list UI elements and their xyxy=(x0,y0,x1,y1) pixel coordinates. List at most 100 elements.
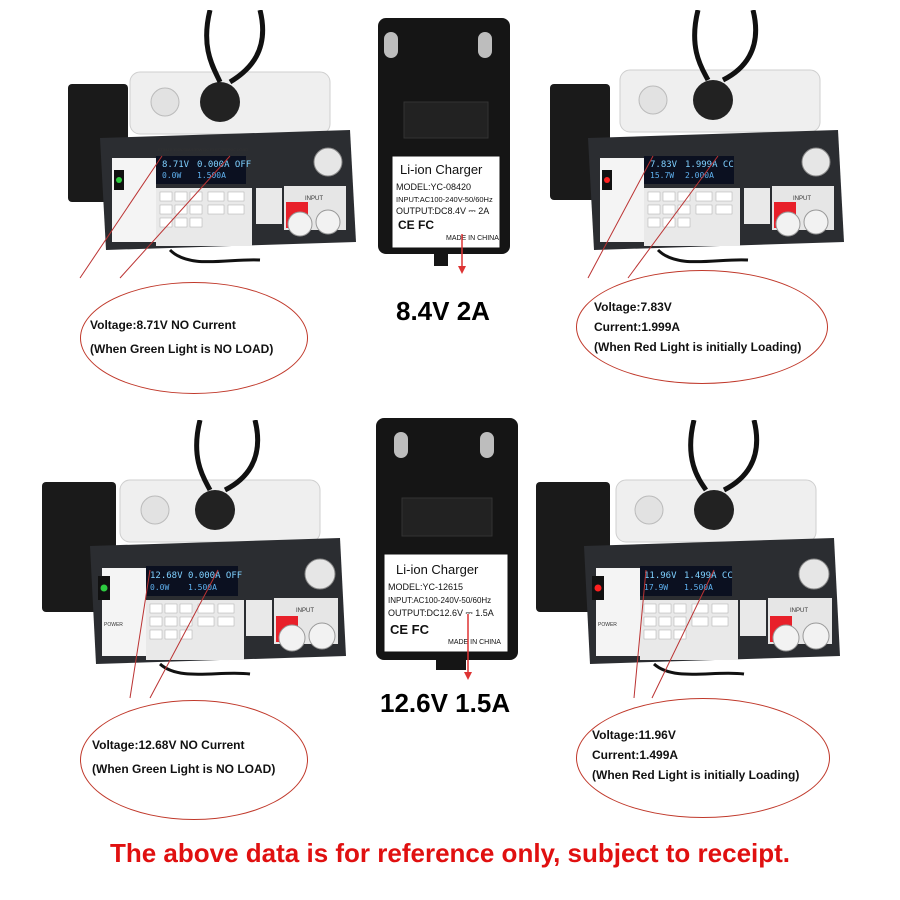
cert-marks: CE FC xyxy=(390,622,430,637)
charger-label xyxy=(383,553,509,653)
pointer-line xyxy=(79,155,163,279)
lcd-screen xyxy=(156,156,246,184)
power-label: POWER xyxy=(104,622,123,628)
callout-line: Current:1.999A xyxy=(594,320,681,334)
test-lead xyxy=(652,662,745,676)
charger-input: INPUT:AC100-240V-50/60Hz xyxy=(396,195,493,204)
outlet xyxy=(638,85,668,115)
callout-bottom-left xyxy=(80,700,308,820)
embossed-label xyxy=(401,497,493,537)
charger-top: Li-ion Charger MODEL:YC-08420 INPUT:AC10… xyxy=(378,18,510,274)
power-label: POWER xyxy=(598,622,617,628)
input-label: INPUT xyxy=(296,608,314,614)
pointer-line xyxy=(651,569,715,699)
outlet xyxy=(140,495,170,525)
test-lead xyxy=(168,248,261,264)
plug xyxy=(195,490,235,530)
cable-exit xyxy=(436,660,466,670)
cable xyxy=(692,10,711,82)
charger-spec-top: 8.4V 2A xyxy=(396,296,490,326)
made-in: MADE IN CHINA xyxy=(448,639,501,646)
rotary-knob xyxy=(801,147,831,177)
lcd-setting: 1.500A xyxy=(197,171,226,180)
lcd-current: 1.499A CC xyxy=(684,571,733,581)
charger-bottom: Li-ion Charger MODEL:YC-12615 INPUT:AC10… xyxy=(376,418,518,680)
status-light-red xyxy=(594,584,602,592)
cable xyxy=(204,10,223,84)
cable xyxy=(722,420,760,493)
status-light-green xyxy=(116,177,122,183)
arrow-head xyxy=(458,266,466,274)
input-label: INPUT xyxy=(790,608,808,614)
callout-line: Voltage:12.68V NO Current xyxy=(92,738,245,752)
keypad-keys xyxy=(159,191,245,228)
lcd-voltage: 8.71V xyxy=(162,160,190,170)
cable xyxy=(223,420,261,493)
enter-key xyxy=(246,600,272,636)
lcd-setting: 1.500A xyxy=(684,583,713,592)
callout-top-left xyxy=(80,282,308,394)
charger-output: OUTPUT:DC12.6V ⎓ 1.5A xyxy=(388,608,494,618)
plug xyxy=(693,80,733,120)
charger-photo-top: Li-ion Charger MODEL:YC-08420 INPUT:AC10… xyxy=(374,14,514,274)
keypad-keys xyxy=(643,603,729,640)
cable xyxy=(194,420,213,492)
input-label: INPUT xyxy=(793,196,811,202)
rotary-knob xyxy=(798,558,830,590)
plug-pin xyxy=(480,432,494,458)
keypad-keys xyxy=(647,191,733,228)
keypad-keys xyxy=(149,603,235,640)
load-scene-top-left: 8.71V 0.000A OFF 0.0W 1.500A INPUT ET541… xyxy=(68,10,356,279)
lcd-power: 0.0W xyxy=(150,583,169,592)
charger-model: MODEL:YC-12615 xyxy=(388,582,463,592)
load-scene-bottom-left: 12.68V 0.000A OFF 0.0W 1.500A INPUT POWE… xyxy=(42,420,346,699)
lcd-current: 1.999A CC xyxy=(685,160,734,170)
terminal-negative xyxy=(803,209,829,235)
callout-top-right xyxy=(576,270,828,384)
pointer-line xyxy=(129,569,151,699)
charger-title: Li-ion Charger xyxy=(396,562,479,577)
terminal-negative xyxy=(315,209,341,235)
lcd-setting: 2.000A xyxy=(685,171,714,180)
charger-output: OUTPUT:DC8.4V ⎓ 2A xyxy=(396,206,489,216)
lcd-power: 15.7W xyxy=(650,171,674,180)
lcd-power: 0.0W xyxy=(162,171,181,180)
plug xyxy=(200,82,240,122)
arrow-head xyxy=(464,672,472,680)
footer-disclaimer: The above data is for reference only, su… xyxy=(109,838,791,868)
lcd-voltage: 7.83V xyxy=(650,160,678,170)
outlet xyxy=(150,87,180,117)
plug-pin xyxy=(384,32,398,58)
rotary-knob xyxy=(313,147,343,177)
callout-line: Voltage:11.96V xyxy=(592,728,676,742)
lcd-power: 17.9W xyxy=(644,583,668,592)
input-label: INPUT xyxy=(305,196,323,202)
plug-pin xyxy=(478,32,492,58)
cable xyxy=(688,420,709,492)
cable xyxy=(721,10,759,83)
outlet xyxy=(634,495,664,525)
status-light-green xyxy=(100,584,108,592)
charger-title: Li-ion Charger xyxy=(400,162,483,177)
photo-bottom-right: 11.96V 1.499A CC 17.9W 1.500A INPUT POWE… xyxy=(534,420,854,700)
status-light-red xyxy=(604,177,610,183)
terminal-negative xyxy=(308,622,336,650)
plug xyxy=(694,490,734,530)
load-scene-top-right: 7.83V 1.999A CC 15.7W 2.000A INPUT xyxy=(550,10,844,279)
charger-model: MODEL:YC-08420 xyxy=(396,182,471,192)
callout-line: Voltage:7.83V xyxy=(594,300,672,314)
terminal-positive xyxy=(772,624,800,652)
callout-line: (When Green Light is NO LOAD) xyxy=(92,762,276,776)
pointer-line xyxy=(149,569,219,699)
pointer-line xyxy=(587,155,654,279)
rotary-knob xyxy=(304,558,336,590)
enter-key xyxy=(740,600,766,636)
test-lead xyxy=(656,248,749,264)
callout-line: (When Red Light is initially Loading) xyxy=(592,768,800,782)
enter-key xyxy=(256,188,282,224)
charger-photo-bottom: Li-ion Charger MODEL:YC-12615 INPUT:AC10… xyxy=(372,414,522,686)
lcd-screen xyxy=(146,566,238,596)
cable xyxy=(228,10,266,85)
callout-line: Voltage:8.71V NO Current xyxy=(90,318,236,332)
lcd-screen xyxy=(640,566,732,596)
